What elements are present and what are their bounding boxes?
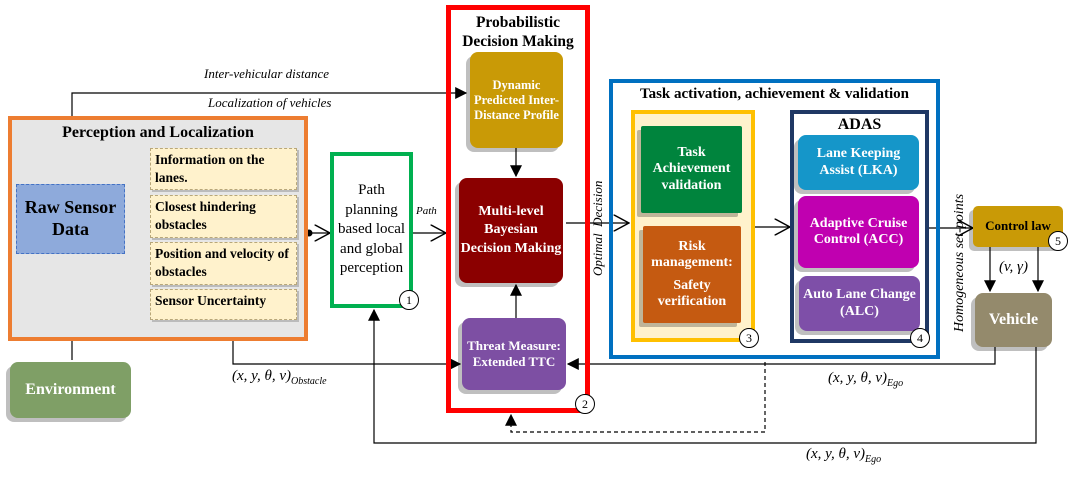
v-gamma-label: (v, γ) (999, 259, 1028, 275)
step-number-1: 1 (399, 290, 419, 310)
perception-item: Closest hindering obstacles (150, 195, 297, 238)
step-number-3: 3 (739, 328, 759, 348)
safety-verification-label: Safety verification (657, 277, 727, 309)
ego-subscript: Ego (887, 378, 904, 389)
acc-block: Adaptive Cruise Control (ACC) (798, 196, 919, 268)
perception-item: Sensor Uncertainty (150, 289, 297, 320)
ego-state-label: (x, y, θ, v)Ego (828, 370, 903, 389)
optimal-decision-label: Optimal Decision (590, 180, 605, 276)
obstacle-subscript: Obstacle (291, 376, 327, 387)
task-title: Task activation, achievement & validatio… (639, 86, 910, 102)
decision-making-panel: Probabilistic Decision Making (446, 5, 590, 413)
step-number-2: 2 (575, 394, 595, 414)
risk-management-block: Risk management: Safety verification (643, 226, 741, 323)
inter-vehicular-distance-label: Inter-vehicular distance (204, 66, 330, 81)
bayesian-decision-block: Multi-level Bayesian Decision Making (459, 178, 563, 283)
risk-management-label: Risk management: (651, 239, 733, 271)
localization-label: Localization of vehicles (208, 95, 332, 110)
dynamic-profile-block: Dynamic Predicted Inter-Distance Profile (470, 52, 563, 148)
path-planning-block: Path planning based local and global per… (330, 152, 413, 308)
setpoints-label: Homogeneous set-points (952, 193, 967, 332)
ego-subscript: Ego (865, 454, 882, 465)
path-output-label: Path (416, 205, 437, 217)
decision-title: Probabilistic Decision Making (462, 14, 574, 51)
lka-block: Lane Keeping Assist (LKA) (798, 135, 919, 190)
task-achievement-block: Task Achievement validation (641, 126, 742, 213)
ego-state: (x, y, θ, v) (828, 370, 888, 386)
obstacle-state: (x, y, θ, v) (232, 368, 292, 384)
ego-state: (x, y, θ, v) (806, 446, 866, 462)
step-number-5: 5 (1048, 231, 1068, 251)
environment-block: Environment (10, 362, 131, 418)
perception-item: Position and velocity of obstacles (150, 242, 297, 285)
perception-title: Perception and Localization (62, 124, 254, 141)
alc-block: Auto Lane Change (ALC) (799, 276, 920, 331)
raw-sensor-data: Raw Sensor Data (16, 184, 125, 254)
obstacle-state-label: (x, y, θ, v)Obstacle (232, 368, 327, 387)
threat-measure-block: Threat Measure: Extended TTC (462, 318, 566, 390)
vehicle-block: Vehicle (975, 293, 1052, 347)
ego-state-label-bottom: (x, y, θ, v)Ego (806, 446, 881, 465)
step-number-4: 4 (910, 328, 930, 348)
adas-title: ADAS (837, 116, 882, 133)
task-panel: Task activation, achievement & validatio… (609, 79, 940, 359)
perception-item: Information on the lanes. (150, 148, 297, 190)
